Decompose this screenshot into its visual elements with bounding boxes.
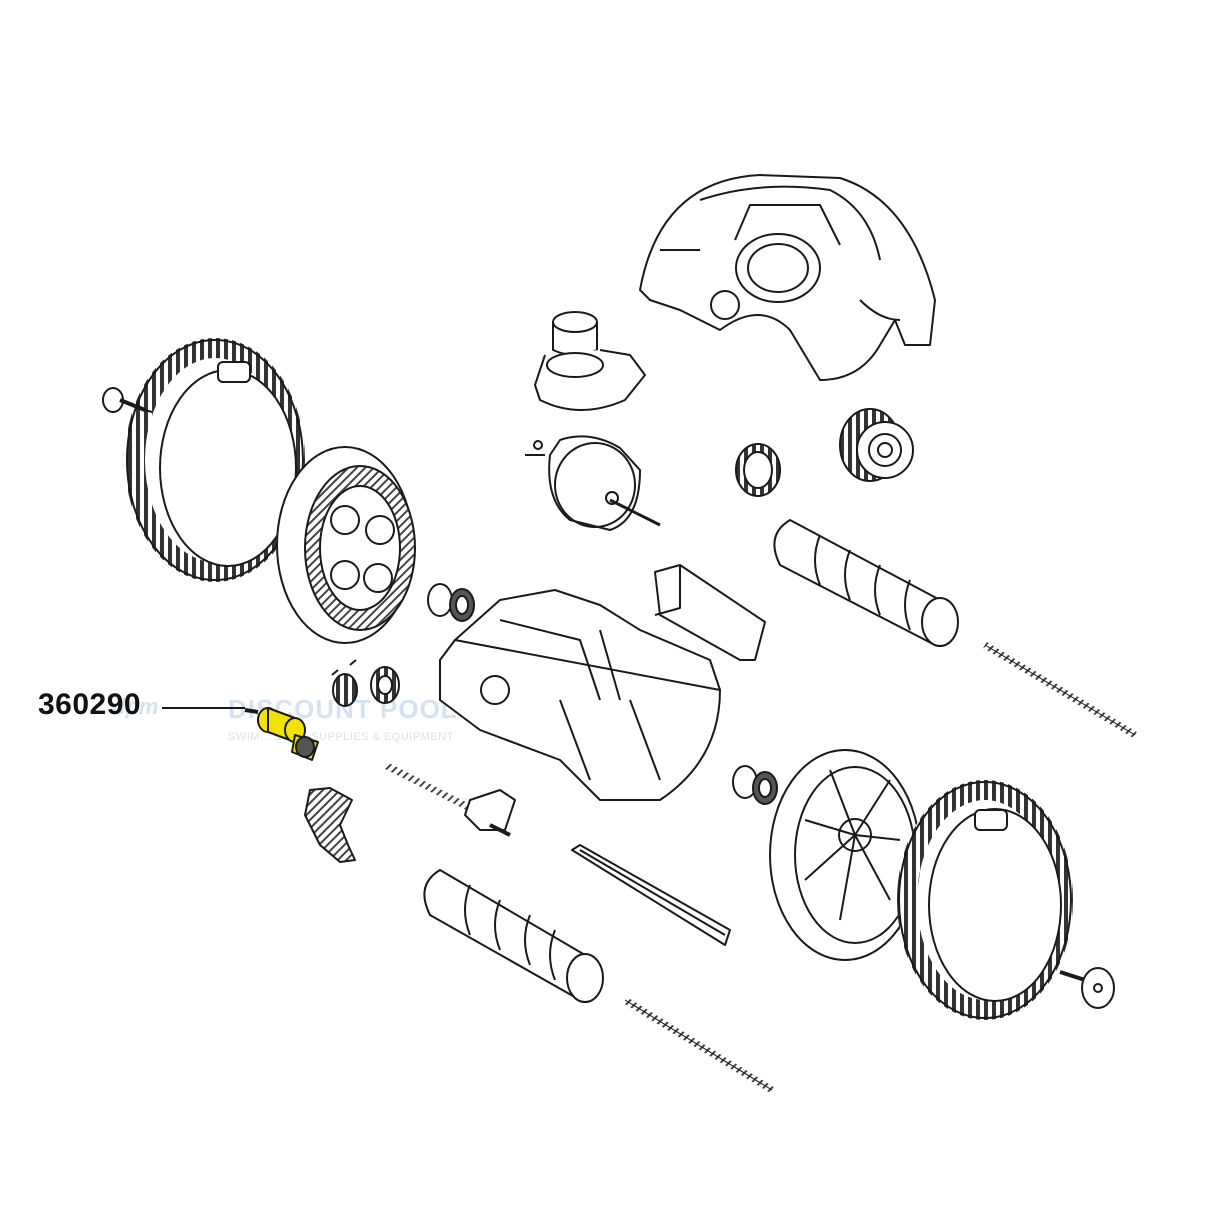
axle-upper-right	[983, 641, 1137, 739]
roller-lower-left	[423, 869, 604, 1003]
small-gear-pair	[331, 659, 400, 707]
right-tire	[897, 780, 1073, 1020]
left-bearing	[427, 583, 475, 622]
drive-axle-middle	[383, 761, 516, 837]
roller-upper-right	[773, 519, 959, 647]
chassis-body	[439, 589, 721, 801]
right-wheel-hub	[769, 749, 921, 961]
steering-bracket	[304, 787, 356, 863]
highlighted-part-360290	[244, 707, 319, 761]
right-axle-pin	[1059, 967, 1115, 1009]
top-cover	[639, 174, 936, 381]
part-number-label: 360290	[38, 688, 142, 721]
turbine	[525, 435, 661, 531]
watermark-logo: dpm	[112, 694, 159, 719]
axle-lower	[623, 997, 774, 1093]
drive-gear-top	[735, 443, 781, 497]
filter-block	[654, 564, 766, 661]
long-bar	[571, 844, 731, 946]
left-tire	[125, 338, 305, 582]
left-wheel-hub	[276, 446, 416, 644]
drive-gear-large	[839, 408, 914, 482]
right-bearing	[732, 765, 778, 805]
swivel-connector	[534, 311, 646, 411]
left-axle-pin	[102, 387, 153, 413]
